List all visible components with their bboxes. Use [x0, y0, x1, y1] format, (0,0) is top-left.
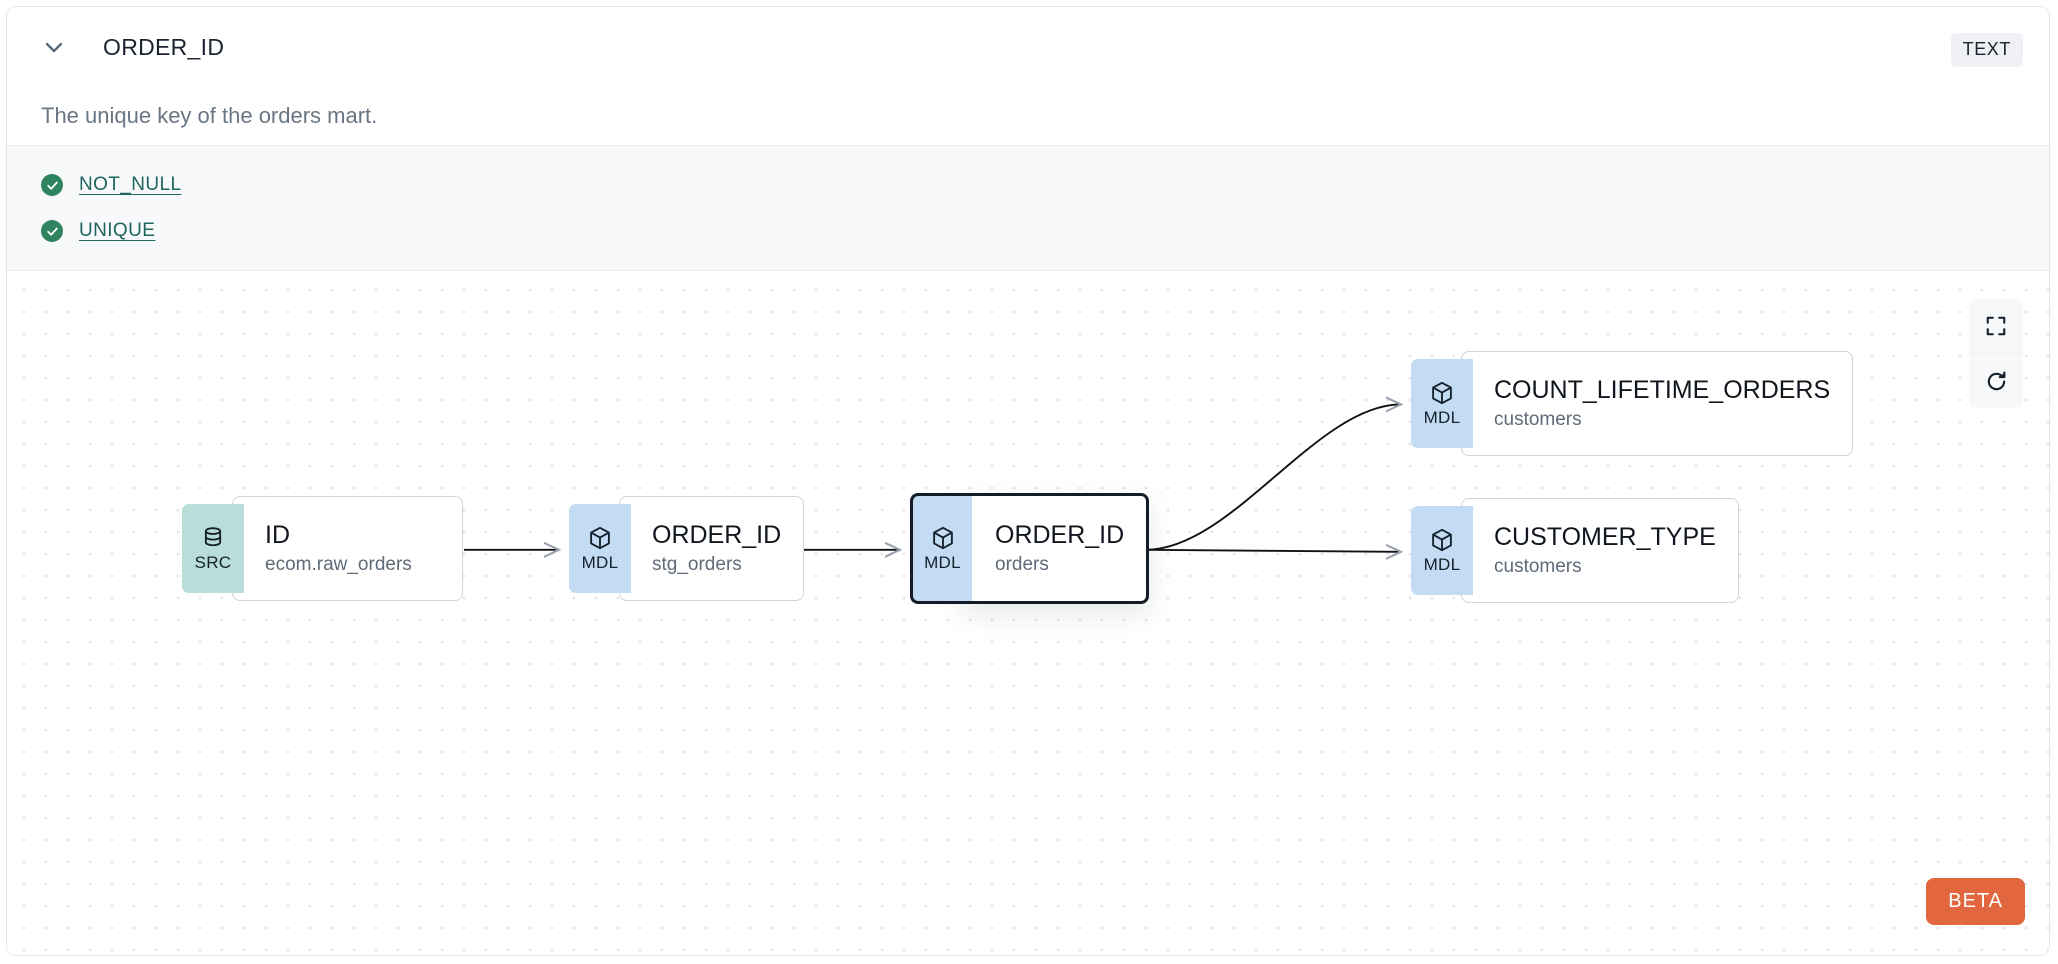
canvas-controls	[1969, 299, 2023, 408]
node-body: ORDER_ID stg_orders	[619, 496, 805, 601]
lineage-canvas[interactable]: SRC ID ecom.raw_orders	[7, 271, 2049, 955]
node-subtitle: orders	[995, 554, 1049, 576]
node-body: ORDER_ID orders	[960, 493, 1150, 604]
cube-icon	[1429, 380, 1455, 406]
lineage-node-count-lifetime-orders[interactable]: MDL COUNT_LIFETIME_ORDERS customers	[1411, 351, 1854, 456]
node-type-badge: MDL	[1411, 359, 1473, 448]
status-badge: TEXT	[1950, 33, 2023, 67]
node-type-badge: MDL	[1411, 506, 1473, 595]
description-row: The unique key of the orders mart.	[7, 87, 2049, 145]
node-name: ID	[265, 520, 290, 549]
test-link-not-null[interactable]: NOT_NULL	[79, 174, 182, 195]
cube-icon	[930, 525, 956, 551]
beta-badge[interactable]: BETA	[1926, 878, 2025, 925]
lineage-node-src-id[interactable]: SRC ID ecom.raw_orders	[182, 496, 463, 601]
list-item: UNIQUE	[41, 208, 2015, 254]
page-title: ORDER_ID	[103, 33, 225, 60]
node-name: ORDER_ID	[995, 520, 1125, 549]
fullscreen-icon[interactable]	[1969, 299, 2023, 354]
node-type-badge: SRC	[182, 504, 244, 593]
node-subtitle: customers	[1494, 556, 1582, 578]
chevron-down-icon[interactable]	[41, 34, 67, 60]
node-body: ID ecom.raw_orders	[232, 496, 463, 601]
list-item: NOT_NULL	[41, 162, 2015, 208]
lineage-node-orders-selected[interactable]: MDL ORDER_ID orders	[910, 493, 1150, 604]
lineage-node-stg-orders[interactable]: MDL ORDER_ID stg_orders	[569, 496, 805, 601]
node-body: CUSTOMER_TYPE customers	[1461, 498, 1739, 603]
node-subtitle: customers	[1494, 409, 1582, 431]
node-subtitle: ecom.raw_orders	[265, 554, 412, 576]
node-body: COUNT_LIFETIME_ORDERS customers	[1461, 351, 1854, 456]
node-type-badge: MDL	[569, 504, 631, 593]
node-badge-label: MDL	[924, 552, 961, 572]
node-subtitle: stg_orders	[652, 554, 742, 576]
node-badge-label: MDL	[581, 552, 619, 572]
check-circle-icon	[41, 174, 63, 196]
test-link-unique[interactable]: UNIQUE	[79, 220, 156, 241]
column-detail-card: ORDER_ID TEXT The unique key of the orde…	[6, 6, 2050, 956]
description-text: The unique key of the orders mart.	[41, 103, 378, 128]
lineage-node-customer-type[interactable]: MDL CUSTOMER_TYPE customers	[1411, 498, 1739, 603]
cube-icon	[587, 525, 613, 551]
database-icon	[200, 525, 226, 551]
tests-section: NOT_NULL UNIQUE	[7, 145, 2049, 271]
node-badge-label: SRC	[194, 552, 232, 572]
cube-icon	[1429, 527, 1455, 553]
node-badge-label: MDL	[1423, 407, 1461, 427]
node-type-badge: MDL	[910, 493, 972, 604]
refresh-icon[interactable]	[1969, 354, 2023, 408]
node-name: ORDER_ID	[652, 520, 782, 549]
check-circle-icon	[41, 220, 63, 242]
node-badge-label: MDL	[1423, 554, 1461, 574]
node-name: CUSTOMER_TYPE	[1494, 522, 1716, 551]
node-name: COUNT_LIFETIME_ORDERS	[1494, 375, 1831, 404]
card-header: ORDER_ID TEXT	[7, 7, 2049, 87]
